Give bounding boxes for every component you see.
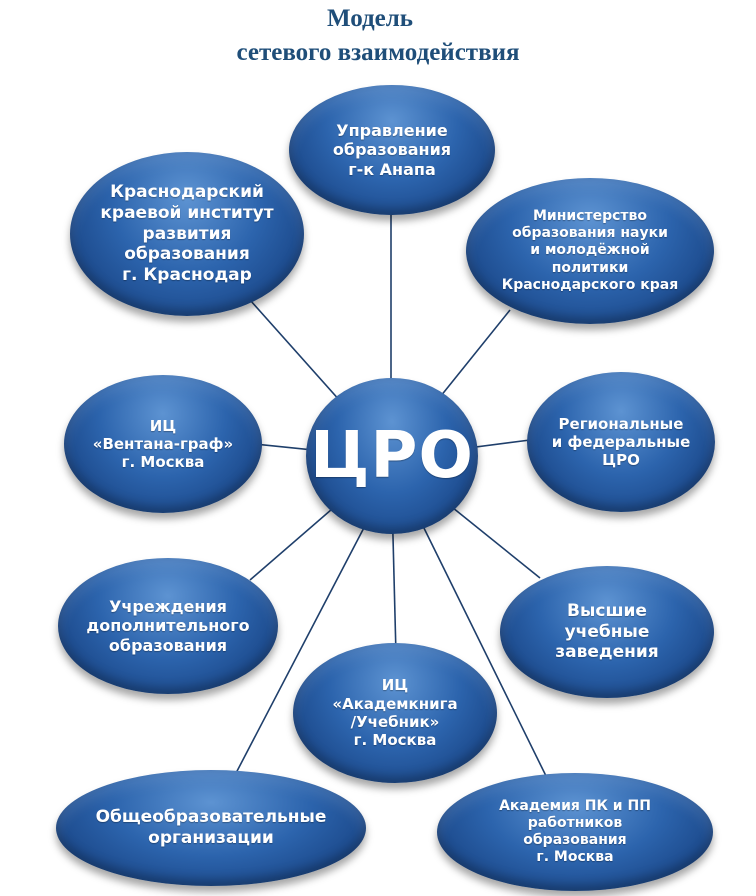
node-krasnodar-institute-label: Краснодарский краевой институт развития … xyxy=(100,182,274,286)
node-vuz-label: Высшие учебные заведения xyxy=(555,600,659,663)
node-akademiya-pk: Академия ПК и ПП работников образования … xyxy=(437,773,713,891)
node-akademkniga: ИЦ «Академкнига /Учебник» г. Москва xyxy=(293,643,497,783)
node-ventana-graf-label: ИЦ «Вентана-граф» г. Москва xyxy=(92,416,234,472)
node-ministry: Министерство образования науки и молодёж… xyxy=(466,178,714,324)
node-regional-federal-label: Региональные и федеральные ЦРО xyxy=(551,414,691,470)
center-label: ЦРО xyxy=(310,418,474,493)
node-vuz: Высшие учебные заведения xyxy=(500,566,714,698)
diagram-title-line1: Модель xyxy=(326,5,414,32)
node-upravlenie-label: Управление образования г-к Анапа xyxy=(332,120,452,179)
node-obsheobrazovatelnye-label: Общеобразовательные организации xyxy=(95,807,327,848)
node-dop-obrazovanie: Учреждения дополнительного образования xyxy=(58,558,278,694)
node-upravlenie-obrazovaniya: Управление образования г-к Анапа xyxy=(289,85,495,215)
node-dop-obrazovanie-label: Учреждения дополнительного образования xyxy=(86,596,250,655)
node-akademiya-pk-label: Академия ПК и ПП работников образования … xyxy=(499,797,651,866)
node-tsro-center: ЦРО xyxy=(306,378,478,534)
connector-akademiya xyxy=(419,519,549,781)
node-krasnodar-institute: Краснодарский краевой институт развития … xyxy=(70,152,304,316)
node-obsheobrazovatelnye: Общеобразовательные организации xyxy=(56,770,366,886)
node-akademkniga-label: ИЦ «Академкнига /Учебник» г. Москва xyxy=(332,676,458,750)
node-ministry-label: Министерство образования науки и молодёж… xyxy=(501,208,679,293)
node-regional-federal: Региональные и федеральные ЦРО xyxy=(527,372,715,512)
connector-obsh xyxy=(234,519,369,776)
node-ventana-graf: ИЦ «Вентана-граф» г. Москва xyxy=(64,375,262,513)
diagram-title-line2: сетевого взаимодействия xyxy=(236,39,520,66)
